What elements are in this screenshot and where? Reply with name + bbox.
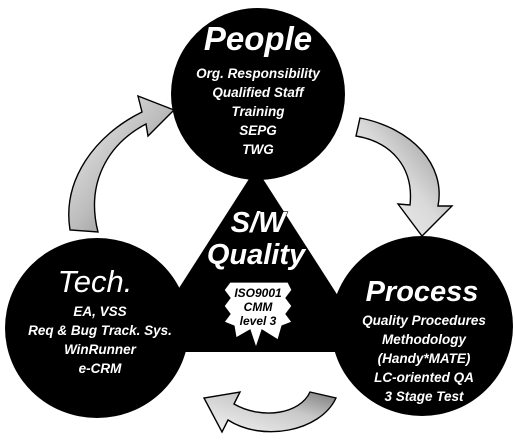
cycle-arrow-people-to-process [355,117,454,238]
tech-title: Tech. [58,264,133,299]
process-title: Process [366,276,479,308]
people-item: TWG [242,142,274,157]
process-item: 3 Stage Test [384,389,464,404]
process-item: (Handy*MATE) [378,351,471,366]
process-item: Methodology [382,332,467,347]
people-item: Org. Responsibility [196,66,321,81]
tech-item: e-CRM [79,361,123,376]
people-item: Training [231,104,285,119]
people-item: Qualified Staff [212,85,305,100]
center-line-1: S/W [231,207,288,239]
certification-ribbon: ISO9001 CMM level 3 [223,281,293,350]
people-title: People [204,20,312,57]
people-circle: People Org. Responsibility Qualified Sta… [171,8,345,180]
ribbon-line-3: level 3 [240,314,277,328]
tech-item: EA, VSS [73,304,126,319]
cycle-arrow-process-to-tech [202,391,338,434]
tech-circle: Tech. EA, VSS Req & Bug Track. Sys. WinR… [5,238,189,418]
center-line-2: Quality [207,239,307,271]
tech-item: Req & Bug Track. Sys. [28,323,172,338]
center-quality-label: S/W Quality [206,206,307,271]
ribbon-line-2: CMM [244,300,274,314]
tech-item: WinRunner [64,342,137,357]
center-quality-triangle [138,168,374,352]
process-item: LC-oriented QA [374,370,474,385]
ribbon-line-1: ISO9001 [234,286,282,300]
process-item: Quality Procedures [362,313,486,328]
process-circle: Process Quality Procedures Methodology (… [331,236,513,416]
cycle-arrow-tech-to-people [68,94,176,233]
people-item: SEPG [239,123,277,138]
